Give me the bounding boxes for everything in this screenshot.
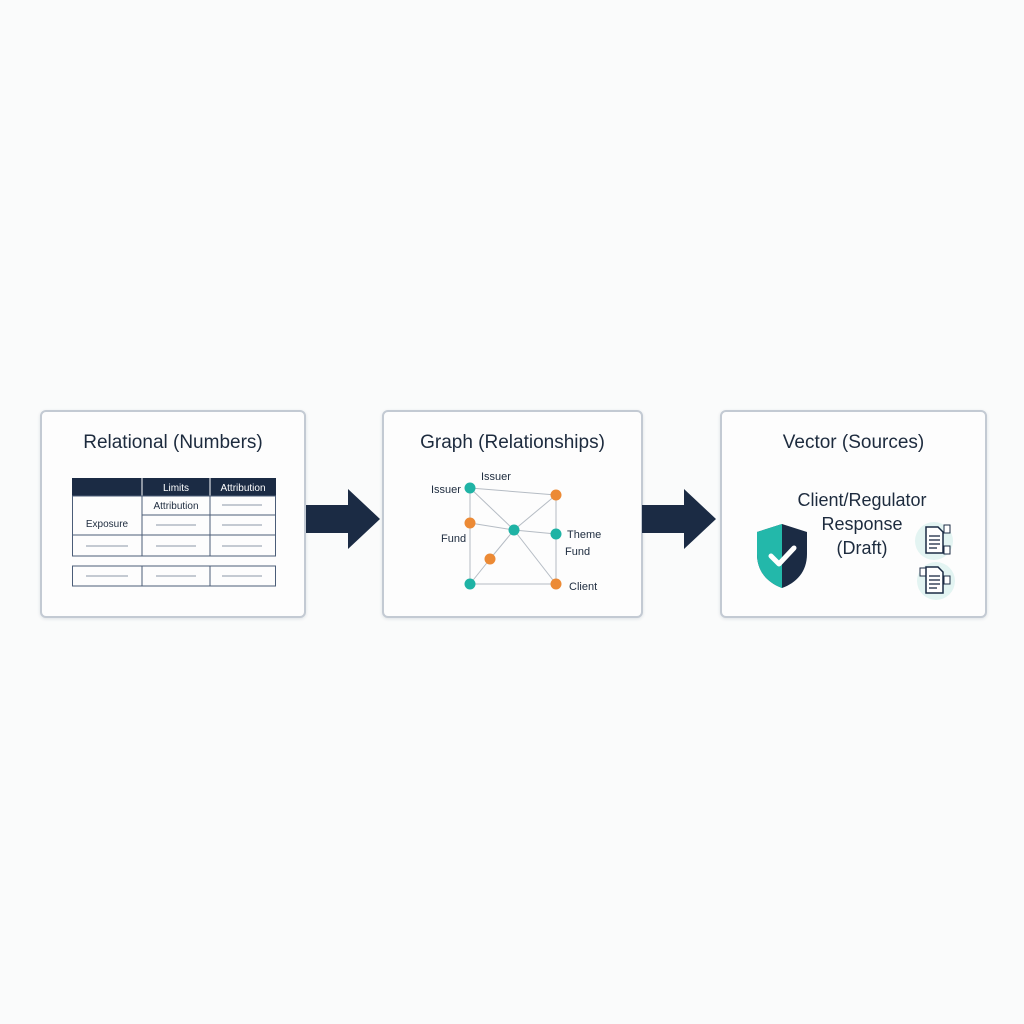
- relationship-graph: Issuer Issuer Fund Theme Fund Client: [431, 471, 601, 593]
- table-header-limits-cell: [142, 478, 210, 496]
- relational-card: Relational (Numbers) Limits Attribution …: [40, 410, 306, 618]
- graph-node-fund: [464, 517, 476, 529]
- graph-label-client: Client: [569, 581, 597, 593]
- table-header-blank-cell: [72, 478, 142, 496]
- vector-title: Vector (Sources): [782, 432, 925, 453]
- response-line-3: (Draft): [836, 538, 888, 558]
- document-icon: [917, 562, 955, 600]
- document-icon: [915, 522, 953, 560]
- graph-title: Graph (Relationships): [420, 432, 605, 453]
- flow-arrow-2: [642, 489, 716, 549]
- graph-node-issuer: [464, 482, 476, 494]
- relational-title: Relational (Numbers): [83, 432, 263, 453]
- graph-node-client: [550, 578, 562, 590]
- graph-node-theme: [550, 528, 562, 540]
- graph-node: [550, 489, 562, 501]
- table-header-limits: Limits: [163, 483, 189, 494]
- graph-card: Graph (Relationships) Issuer Issuer Fund: [382, 410, 643, 618]
- graph-label-theme: Theme: [567, 529, 601, 541]
- table-row-label-exposure: Exposure: [86, 519, 129, 530]
- vector-card: Vector (Sources) Client/Regulator Respon…: [720, 410, 987, 618]
- table-header-attribution: Attribution: [220, 483, 265, 494]
- graph-node: [484, 553, 496, 565]
- graph-label-fund: Fund: [441, 533, 466, 545]
- graph-node-hub: [508, 524, 520, 536]
- table-subheader-attribution: Attribution: [153, 501, 198, 512]
- response-draft-label: Client/Regulator Response (Draft): [782, 488, 942, 560]
- table-header-attribution-cell: [210, 478, 276, 496]
- table-footer-row: [72, 565, 276, 587]
- graph-label-issuer-top: Issuer: [481, 471, 511, 483]
- graph-node: [464, 578, 476, 590]
- flow-arrow-1: [306, 489, 380, 549]
- graph-label-fund-right: Fund: [565, 546, 590, 558]
- shield-check-icon: [757, 524, 807, 588]
- response-line-2: Response: [821, 514, 903, 534]
- relational-table: Limits Attribution Attribution Exposure: [72, 478, 276, 587]
- response-line-1: Client/Regulator: [797, 490, 927, 510]
- graph-label-issuer: Issuer: [431, 484, 461, 496]
- graph-edges: [469, 487, 557, 585]
- table-body: [72, 495, 276, 557]
